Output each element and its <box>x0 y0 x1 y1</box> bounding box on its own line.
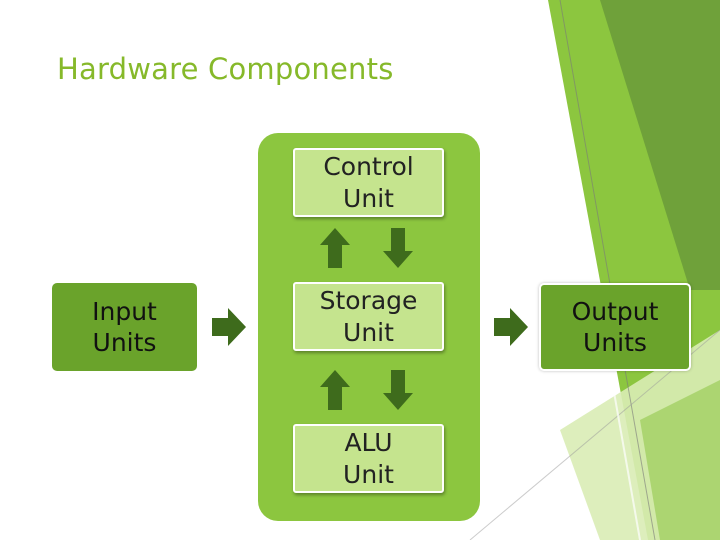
up-arrow-icon <box>320 370 350 410</box>
control-unit-box: Control Unit <box>293 148 444 217</box>
decor-mid-wedge <box>640 380 720 540</box>
down-arrow-icon <box>383 228 413 268</box>
down-arrow-icon <box>383 370 413 410</box>
output-units-box: Output Units <box>539 283 691 371</box>
decor-dark-wedge <box>600 0 720 290</box>
alu-unit-box: ALU Unit <box>293 424 444 493</box>
storage-unit-box: Storage Unit <box>293 282 444 351</box>
decor-line-3 <box>544 0 641 540</box>
right-arrow-icon <box>212 308 246 346</box>
input-units-box: Input Units <box>52 283 197 371</box>
slide-title: Hardware Components <box>57 52 394 86</box>
right-arrow-icon <box>494 308 528 346</box>
decor-line-1 <box>559 0 656 540</box>
up-arrow-icon <box>320 228 350 268</box>
